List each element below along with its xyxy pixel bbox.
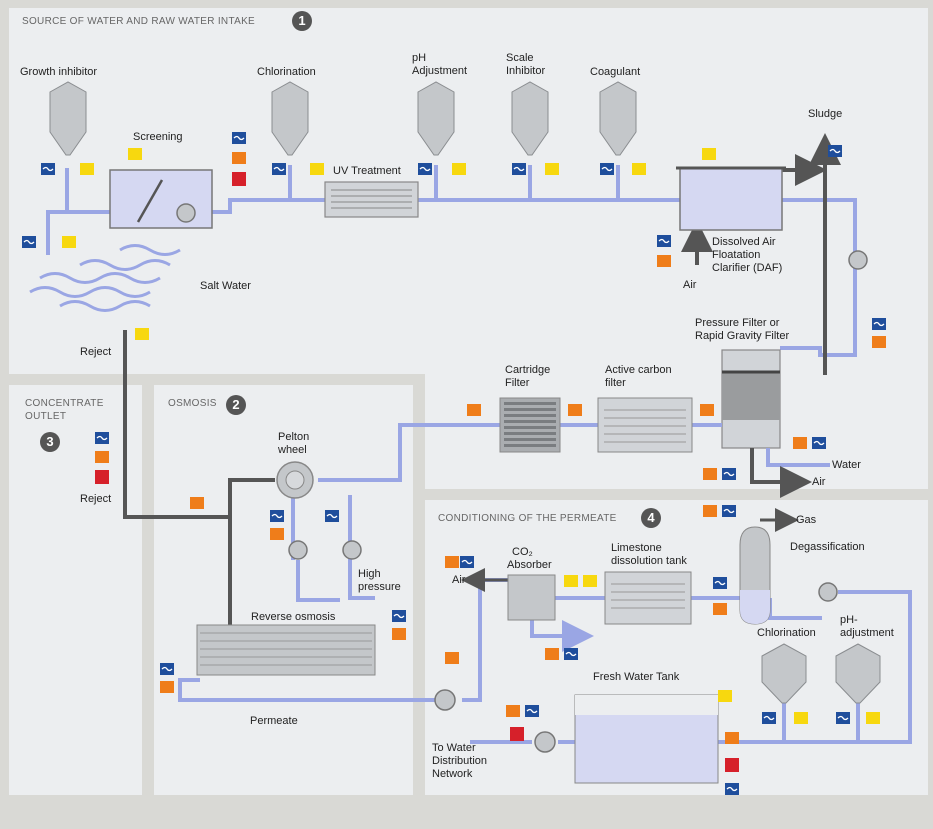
- co2-absorber-label-2: Absorber: [507, 559, 552, 571]
- reject-label-top: Reject: [80, 346, 112, 358]
- limestone-dissolution-tank: [604, 571, 692, 625]
- uv-treatment-unit: [324, 181, 419, 218]
- active-carbon-label-1: Active carbon: [605, 364, 672, 376]
- fresh-water-tank-label: Fresh Water Tank: [593, 671, 680, 683]
- pump-icon: [434, 689, 456, 711]
- section-concentrate-panel: [9, 385, 142, 795]
- to-water-label-2: Distribution: [432, 755, 488, 767]
- pressure-filter-label-2: Rapid Gravity Filter: [695, 330, 790, 342]
- limestone-label-1: Limestone: [611, 542, 662, 554]
- scale-inhibitor-label-2: Inhibitor: [506, 65, 546, 77]
- pressure-filter-label-1: Pressure Filter or: [695, 317, 780, 329]
- scale-inhibitor-label-1: Scale: [506, 52, 534, 64]
- hopper-icon: [761, 643, 881, 704]
- co2-absorber-label-1: CO₂: [512, 546, 533, 558]
- section-conditioning-title: CONDITIONING OF THE PERMEATE: [438, 513, 617, 524]
- section-concentrate-number: 3: [40, 432, 60, 452]
- pump-icon: [342, 540, 362, 560]
- uv-treatment-label: UV Treatment: [333, 165, 401, 177]
- high-pressure-label-2: pressure: [358, 581, 401, 593]
- section-intake-title: SOURCE OF WATER AND RAW WATER INTAKE: [22, 16, 256, 27]
- section-osmosis-panel: [154, 385, 413, 795]
- high-pressure-label-1: High: [358, 568, 381, 580]
- pump-icon: [534, 731, 556, 753]
- chlorination-label: Chlorination: [257, 66, 316, 78]
- water-label: Water: [832, 459, 861, 471]
- section-concentrate-title-line1: CONCENTRATE: [25, 398, 104, 409]
- ph-adjustment-label-2: Adjustment: [412, 65, 468, 77]
- cartridge-filter-label-2: Filter: [505, 377, 530, 389]
- screening-tank: [109, 169, 213, 229]
- air-label-absorber: Air: [452, 574, 466, 586]
- cartridge-filter-label-1: Cartridge: [505, 364, 551, 376]
- pump-icon: [848, 250, 868, 270]
- pelton-wheel-label-1: Pelton: [278, 431, 310, 443]
- gas-label: Gas: [796, 514, 817, 526]
- salt-water-label: Salt Water: [200, 280, 251, 292]
- pump-icon: [288, 540, 308, 560]
- daf-label-2: Floatation: [712, 249, 761, 261]
- active-carbon-label-2: filter: [605, 377, 626, 389]
- section-osmosis-title: OSMOSIS: [168, 398, 217, 409]
- section-concentrate-title-line2: OUTLET: [25, 411, 67, 422]
- salt-water-waves: [29, 244, 181, 312]
- chlorination-label-2: Chlorination: [757, 627, 816, 639]
- air-label-filter: Air: [812, 476, 826, 488]
- reverse-osmosis-label: Reverse osmosis: [251, 611, 336, 623]
- section-intake-number: 1: [292, 11, 312, 31]
- intake-pipes: [46, 165, 857, 357]
- ph-adjustment-label-4: adjustment: [840, 627, 894, 639]
- to-water-label-3: Network: [432, 768, 473, 780]
- permeate-label: Permeate: [250, 715, 298, 727]
- reject-label-bottom: Reject: [80, 493, 112, 505]
- growth-inhibitor-label: Growth inhibitor: [20, 66, 98, 78]
- hopper-icon: [49, 81, 637, 156]
- air-label-daf: Air: [683, 279, 697, 291]
- active-carbon-filter: [597, 397, 693, 453]
- daf-label-3: Clarifier (DAF): [712, 262, 783, 274]
- limestone-label-2: dissolution tank: [611, 555, 687, 567]
- pelton-wheel-label-2: wheel: [278, 444, 307, 456]
- section-osmosis-number: 2: [226, 395, 246, 415]
- degassification-label: Degassification: [790, 541, 865, 553]
- daf-tank: [679, 167, 783, 231]
- section-conditioning-number: 4: [641, 508, 661, 528]
- cartridge-filter: [499, 397, 561, 453]
- screening-label: Screening: [133, 131, 183, 143]
- sensor-icons: [22, 132, 886, 795]
- daf-label-1: Dissolved Air: [712, 236, 776, 248]
- ph-adjustment-label-3: pH-: [840, 614, 858, 626]
- pump-icon: [176, 203, 196, 223]
- ph-adjustment-label-1: pH: [412, 52, 427, 64]
- pump-icon: [818, 582, 838, 602]
- sludge-label: Sludge: [808, 108, 843, 120]
- coagulant-label: Coagulant: [590, 66, 641, 78]
- to-water-label-1: To Water: [432, 742, 476, 754]
- co2-absorber: [507, 574, 556, 621]
